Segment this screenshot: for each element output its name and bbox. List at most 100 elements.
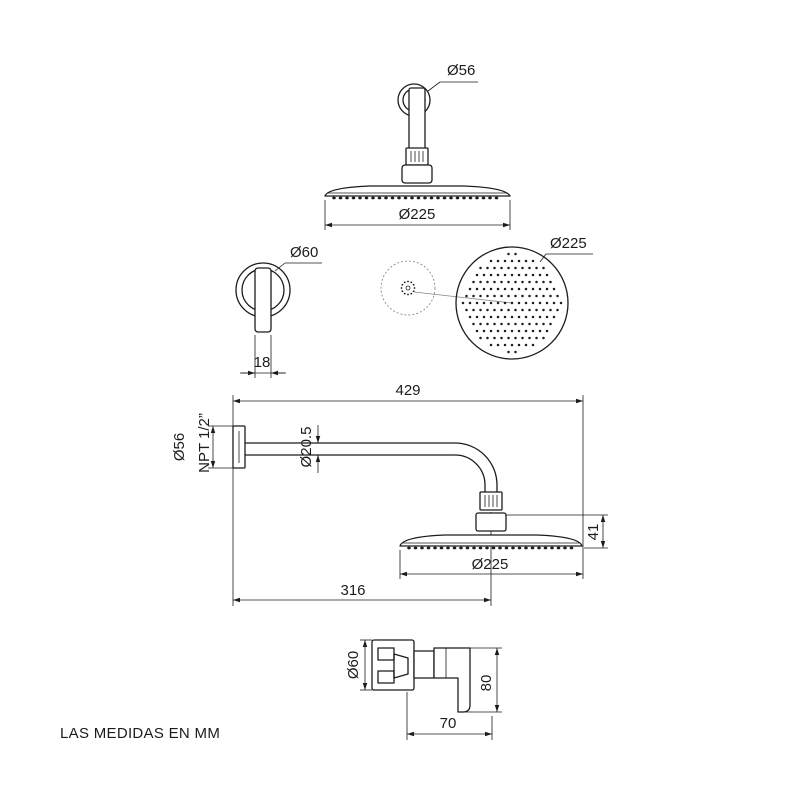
nozzle-bump — [563, 546, 567, 550]
nozzle-dot — [503, 343, 507, 347]
nozzle-dot — [542, 308, 545, 312]
nozzle-bump — [511, 546, 515, 550]
nozzle-dot — [489, 329, 493, 333]
nozzle-bump — [449, 196, 453, 200]
valve-depth-label: 70 — [440, 715, 457, 732]
nozzle-dot — [486, 308, 489, 312]
nozzle-dot — [524, 301, 528, 305]
nozzle-bump — [426, 546, 431, 550]
nozzle-bump — [524, 546, 528, 550]
nozzle-bump — [410, 196, 414, 200]
shower-head-profile — [324, 185, 511, 197]
spray-dot — [403, 281, 406, 284]
spray-detail-outline — [380, 260, 436, 316]
nozzle-dot — [493, 336, 496, 340]
nozzle-bump — [429, 196, 434, 200]
nozzle-dot — [486, 322, 489, 326]
nozzle-dot — [479, 266, 482, 270]
side-shower-head — [399, 534, 583, 547]
nozzle-bump — [407, 546, 411, 550]
nozzle-bump — [332, 196, 336, 200]
nozzle-dot — [535, 266, 538, 270]
nozzle-bump — [364, 196, 369, 200]
nozzle-dot — [531, 315, 535, 319]
nozzle-bump — [569, 546, 574, 550]
spray-dot — [400, 287, 403, 289]
nozzle-dot — [507, 350, 510, 354]
nozzle-dot — [521, 266, 524, 270]
nozzle-dot — [521, 308, 524, 312]
spray-dot — [407, 293, 409, 296]
nozzle-dot — [524, 273, 528, 277]
nozzle-bump — [455, 196, 460, 200]
nozzle-dot — [528, 336, 531, 340]
nozzle-dot — [468, 287, 472, 291]
nozzle-bump — [390, 196, 395, 200]
nozzle-dot — [507, 280, 510, 284]
nozzle-dot — [514, 280, 517, 284]
nozzle-bump — [459, 546, 463, 550]
nozzle-dot — [514, 336, 517, 340]
nozzle-dot — [479, 322, 482, 326]
nozzle-dot — [496, 329, 500, 333]
nozzle-dot — [489, 273, 493, 277]
spray-detail — [400, 280, 416, 296]
nozzle-dot — [538, 301, 542, 305]
nozzle-dot — [496, 301, 500, 305]
nozzle-dot — [552, 301, 556, 305]
valve-core — [393, 653, 409, 679]
nozzle-bump — [416, 196, 421, 200]
valve-height-label: 80 — [478, 675, 495, 692]
valve-view: Ø60 80 70 — [345, 639, 502, 740]
head-height-label: 41 — [585, 524, 602, 541]
nozzle-bump — [351, 196, 356, 200]
nozzle-dot — [542, 294, 545, 298]
nozzle-dot — [517, 329, 521, 333]
nozzle-dot — [531, 329, 535, 333]
nozzle-dot — [531, 287, 535, 291]
nozzle-dot — [559, 301, 563, 305]
nozzle-dot — [524, 259, 528, 263]
nozzle-dot — [486, 266, 489, 270]
nozzle-dot — [517, 273, 521, 277]
nozzle-dot — [503, 259, 507, 263]
detail-leader — [413, 291, 513, 304]
nozzle-dot — [552, 315, 556, 319]
nozzle-dot — [507, 266, 510, 270]
nozzle-dot — [510, 315, 514, 319]
nozzle-bump — [530, 546, 535, 550]
nozzle-dot — [542, 266, 545, 270]
nozzle-bump — [338, 196, 343, 200]
valve-flange-diameter-label: Ø60 — [345, 651, 362, 679]
nozzle-dot — [524, 287, 528, 291]
nozzle-bump — [423, 196, 427, 200]
nozzle-dot — [503, 301, 507, 305]
nozzle-dot — [549, 322, 552, 326]
spray-dot — [412, 283, 415, 286]
nozzle-dot — [531, 343, 535, 347]
nozzle-dot — [496, 315, 500, 319]
nozzle-dot — [528, 308, 531, 312]
nozzle-dot — [479, 308, 482, 312]
spray-dot — [410, 281, 413, 284]
nozzle-dot — [500, 294, 503, 298]
nozzle-dot — [489, 287, 493, 291]
nozzle-dot — [475, 329, 479, 333]
nozzle-dot — [549, 280, 552, 284]
nozzle-dot — [493, 308, 496, 312]
nozzle-dot — [510, 273, 514, 277]
nozzle-dot — [524, 315, 528, 319]
arm-diameter-label: Ø20.5 — [298, 427, 315, 468]
nozzle-bump — [442, 196, 447, 200]
face-head-diameter-label: Ø225 — [550, 235, 587, 252]
nozzle-dot — [538, 329, 542, 333]
nozzle-dot — [545, 315, 549, 319]
nozzle-dot — [517, 315, 521, 319]
nozzle-dot — [475, 287, 479, 291]
nozzle-dot — [493, 294, 496, 298]
nozzle-dot — [531, 259, 535, 263]
arm-reach-label: 316 — [340, 582, 365, 599]
nozzle-dot — [493, 322, 496, 326]
nozzle-bump — [358, 196, 362, 200]
nozzle-dot — [552, 287, 556, 291]
